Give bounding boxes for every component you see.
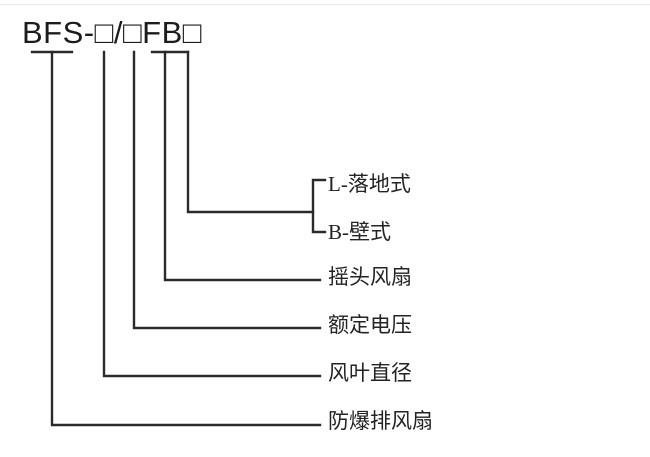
leader-type — [186, 50, 315, 214]
label-floor-type: L-落地式 — [328, 172, 411, 196]
leader-blade-diameter — [102, 50, 322, 378]
label-blade-diameter: 风叶直径 — [328, 361, 412, 385]
top-divider — [0, 4, 650, 5]
type-bracket — [311, 178, 327, 234]
label-rated-voltage: 额定电压 — [328, 313, 412, 337]
leader-oscillating-fan — [163, 50, 322, 282]
label-oscillating-fan: 摇头风扇 — [328, 265, 412, 289]
leader-exhaust-fan — [50, 50, 322, 427]
leader-rated-voltage — [132, 50, 322, 330]
label-wall-type: B-壁式 — [328, 220, 391, 244]
model-code-text: BFS-□/□FB□ — [22, 15, 203, 50]
label-explosion-proof-exhaust-fan: 防爆排风扇 — [328, 409, 433, 433]
